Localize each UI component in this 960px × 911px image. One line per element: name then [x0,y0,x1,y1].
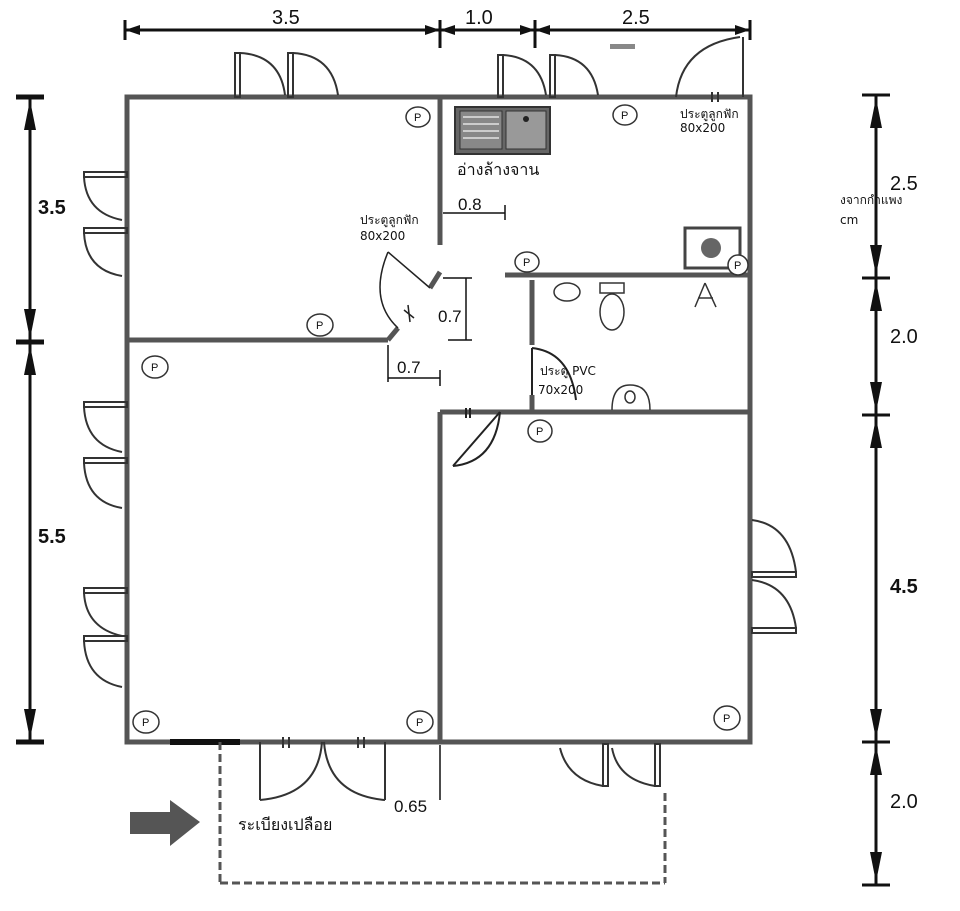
post-marker: P [132,710,160,734]
veranda-label: ระเบียงเปลือย [238,815,332,834]
door-pvc-label-1: ประตู PVC [540,364,596,379]
door-diagonal-label-2: 80x200 [360,229,405,243]
top-dimension-line [123,20,752,48]
dim-inner-065: 0.65 [394,797,427,816]
diagonal-door [379,251,431,329]
svg-text:P: P [142,717,149,729]
dim-top-3: 2.5 [622,7,650,29]
door-pvc-label-2: 70x200 [538,383,583,397]
dim-right-3: 4.5 [890,576,918,598]
post-marker: P [612,104,638,126]
washbasin-fixture [611,384,651,411]
bottom-wall-dark [170,739,240,745]
right-dimension-line [862,93,890,887]
right-windows [751,519,797,634]
inner-dim-07-v [443,277,472,341]
top-windows-left [234,52,339,98]
svg-text:P: P [151,362,158,374]
door-kitchen-label-1: ประตูลูกฟัก [680,107,739,122]
dim-inner-07-h: 0.7 [397,358,421,377]
side-note-2: cm [840,213,858,227]
svg-text:P: P [316,320,323,332]
pvc-door [531,347,577,401]
dim-top-2: 1.0 [465,7,493,29]
post-marker: P [514,251,540,273]
entry-arrow [130,800,200,846]
svg-text:P: P [621,110,628,122]
door-kitchen-label-2: 80x200 [680,121,725,135]
inner-dim-08 [443,205,506,220]
dim-left-1: 3.5 [38,197,66,219]
top-windows-right [497,54,599,98]
dim-inner-08: 0.8 [458,195,482,214]
top-door-right [675,36,744,102]
svg-text:P: P [723,713,730,725]
toilet-fixture [553,282,717,331]
post-marker: P [306,313,334,337]
dim-inner-07-v: 0.7 [438,307,462,326]
post-marker: P [405,106,431,128]
dim-top-1: 3.5 [272,7,300,29]
post-marker: P [406,710,434,734]
svg-text:P: P [734,260,741,272]
side-note-1: งจากกำแพง [840,193,902,207]
bottom-doors-left [259,737,386,801]
dim-right-4: 2.0 [890,791,918,813]
top-marker [610,44,635,49]
svg-text:P: P [536,426,543,438]
bottom-doors-right [559,743,661,787]
veranda-outline [218,742,667,885]
dim-right-1: 2.5 [890,173,918,195]
bedroom-right-door [452,408,501,467]
svg-text:P: P [414,112,421,124]
sink-label: อ่างล้างจาน [457,160,539,179]
post-marker: P [141,355,169,379]
post-marker: P [727,254,749,276]
door-diagonal-label-1: ประตูลูกฟัก [360,213,419,228]
kitchen-sink [454,106,551,155]
dim-right-2: 2.0 [890,326,918,348]
dim-left-2: 5.5 [38,526,66,548]
svg-text:P: P [416,717,423,729]
left-dimension-line [16,94,44,745]
post-marker: P [713,705,741,731]
post-marker: P [527,419,553,443]
svg-text:P: P [523,257,530,269]
inner-dim-07-h [387,345,441,386]
left-windows [83,171,128,688]
inner-walls [127,97,750,742]
